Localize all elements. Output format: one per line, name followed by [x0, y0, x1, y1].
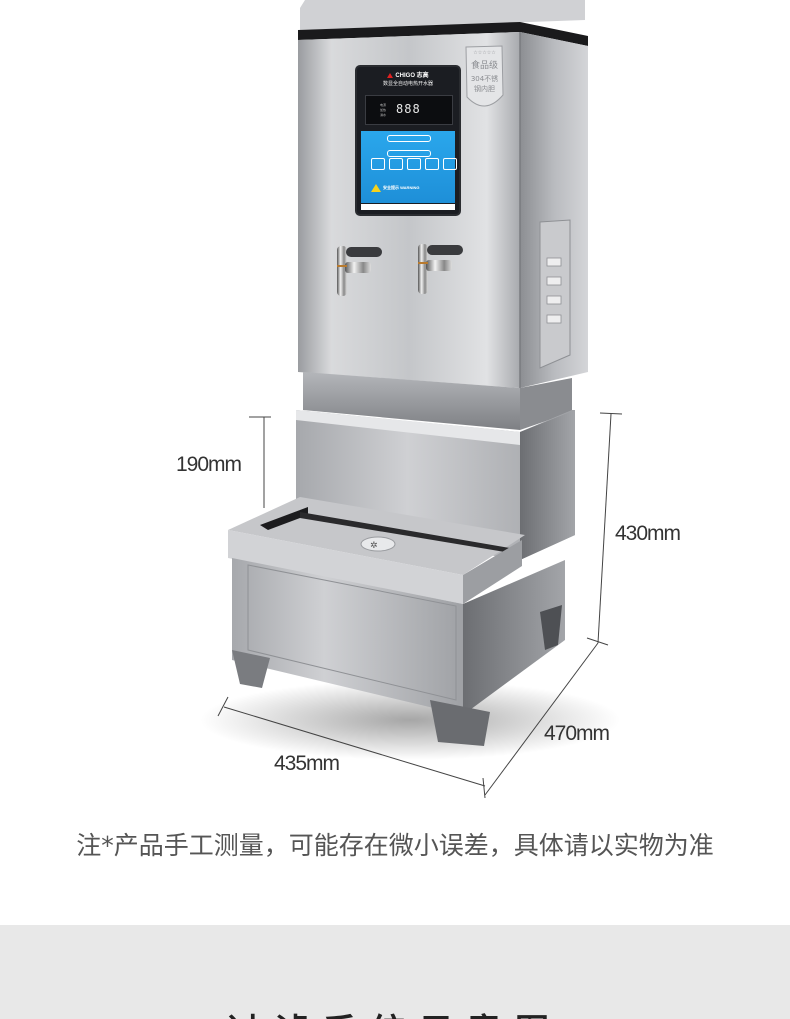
panel-footer-strip — [361, 204, 455, 210]
section-pill — [387, 150, 431, 157]
display-digits: 888 — [396, 102, 421, 116]
section-pill — [387, 135, 431, 142]
faucet-right — [418, 244, 463, 294]
warning-label: 安全提示 WARNING — [383, 185, 420, 190]
warning-icon — [371, 184, 381, 192]
next-section-title: 过滤系统示意图 — [0, 1004, 790, 1019]
logo-triangle-icon — [387, 73, 394, 78]
faucet-left — [337, 246, 382, 296]
panel-title: 数显全自动电热开水器 — [382, 81, 433, 87]
dimension-depth: 470mm — [544, 722, 610, 745]
dimension-base-height: 430mm — [615, 522, 681, 545]
indicator-labels: 电源 加热 满水 — [380, 103, 387, 117]
food-grade-badge: ☆☆☆☆☆ 食品级 304不锈 钢内胆 — [470, 50, 499, 93]
control-panel: CHIGO 志高 数显全自动电热开水器 电源 加热 满水 888 安全提示 WA… — [357, 67, 459, 214]
key — [371, 158, 385, 170]
digital-display: 电源 加热 满水 888 — [365, 95, 453, 125]
measurement-note: 注*产品手工测量，可能存在微小误差，具体请以实物为准 — [76, 831, 714, 860]
key — [389, 158, 403, 170]
key — [425, 158, 439, 170]
brand-logo: CHIGO 志高 — [357, 70, 459, 79]
dimension-width: 435mm — [274, 752, 340, 775]
function-keys — [371, 158, 457, 170]
next-section-band — [0, 925, 790, 1019]
dimension-stand-height: 190mm — [176, 453, 242, 476]
key — [443, 158, 457, 170]
key — [407, 158, 421, 170]
svg-text:✲: ✲ — [370, 541, 378, 551]
instruction-panel: 安全提示 WARNING — [361, 131, 457, 203]
